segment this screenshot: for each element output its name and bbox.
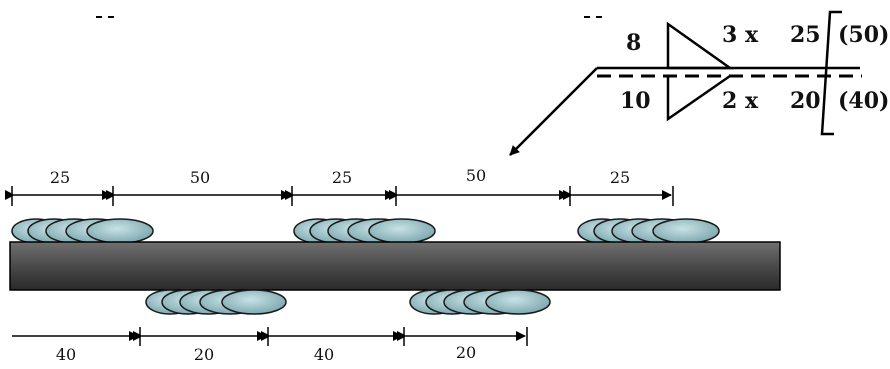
arrow-side-length: 25	[790, 22, 821, 48]
steel-plate	[9, 241, 781, 291]
arrow-side-size: 8	[626, 30, 641, 56]
arrow-leader	[509, 67, 598, 156]
top-weld-bead-3	[577, 218, 720, 244]
top-dimension-line	[5, 186, 674, 206]
other-side-length: 20	[790, 88, 821, 114]
arrow-side-pitch: (50)	[838, 22, 889, 48]
top-dim-label-2: 50	[190, 168, 210, 187]
top-dim-label-4: 50	[466, 166, 486, 185]
fillet-triangle-arrow-side	[666, 21, 734, 70]
bottom-dimension-line	[12, 327, 528, 346]
arrow-side-count: 3 x	[722, 22, 759, 48]
bottom-weld-bead-2	[409, 289, 551, 315]
fillet-triangle-other-side	[666, 74, 731, 122]
other-side-count: 2 x	[722, 88, 759, 114]
bottom-weld-bead-1	[145, 289, 287, 315]
other-side-size: 10	[620, 88, 651, 114]
top-dim-label-1: 25	[50, 168, 70, 187]
top-dim-label-3: 25	[332, 168, 352, 187]
bottom-dim-label-4: 20	[456, 343, 476, 362]
bottom-dim-label-2: 20	[194, 345, 214, 364]
bottom-dim-label-3: 40	[314, 345, 334, 364]
top-weld-bead-1	[11, 218, 154, 244]
top-weld-bead-2	[293, 218, 436, 244]
welding-symbol: 8 3 x 25 (50) 10 2 x 20 (40)	[509, 10, 889, 156]
other-side-pitch: (40)	[838, 88, 889, 114]
bottom-dim-label-1: 40	[56, 345, 76, 364]
top-dim-label-5: 25	[610, 168, 630, 187]
staggered-intermittent-mark	[820, 10, 842, 136]
